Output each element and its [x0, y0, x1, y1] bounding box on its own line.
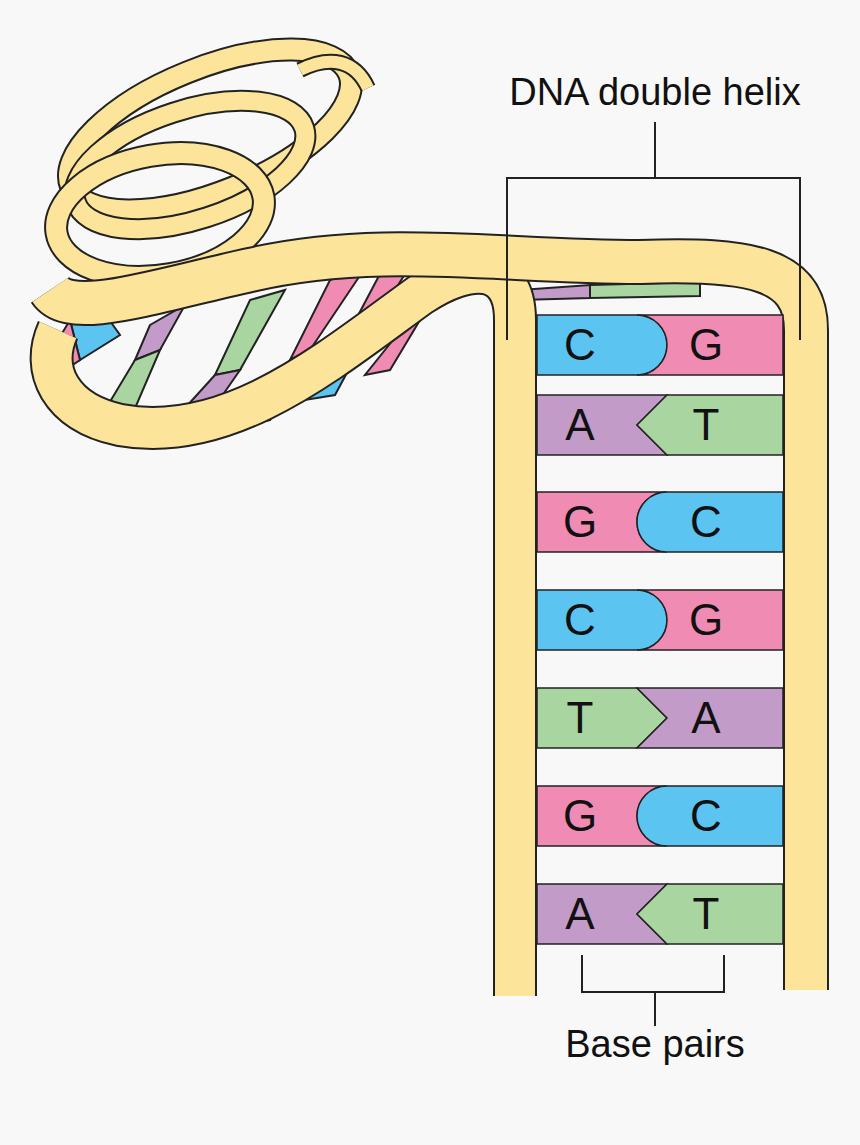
base-letter: T [567, 688, 594, 748]
base-letter: A [565, 395, 594, 455]
base-letter: C [564, 590, 596, 650]
part-label: DNA double helix [509, 72, 801, 114]
bracket [507, 122, 800, 1026]
base-letter: A [565, 884, 594, 944]
base-shape: A [637, 688, 783, 748]
base-letter: T [693, 395, 720, 455]
base-letter: G [563, 786, 597, 846]
base-shape: T [637, 395, 783, 455]
base-shape: C [637, 492, 783, 552]
base-letter: C [564, 315, 596, 375]
base-letter: G [563, 492, 597, 552]
base-shape: C [637, 786, 783, 846]
base-letter: C [690, 786, 722, 846]
base-letter: T [693, 884, 720, 944]
base-letter: G [689, 590, 723, 650]
part-label: Base pairs [565, 1024, 745, 1066]
base-letter: G [689, 315, 723, 375]
base-shape: G [637, 315, 783, 375]
base-shape: G [637, 590, 783, 650]
base-letter: A [691, 688, 720, 748]
base-letter: C [690, 492, 722, 552]
base-shape: T [637, 884, 783, 944]
